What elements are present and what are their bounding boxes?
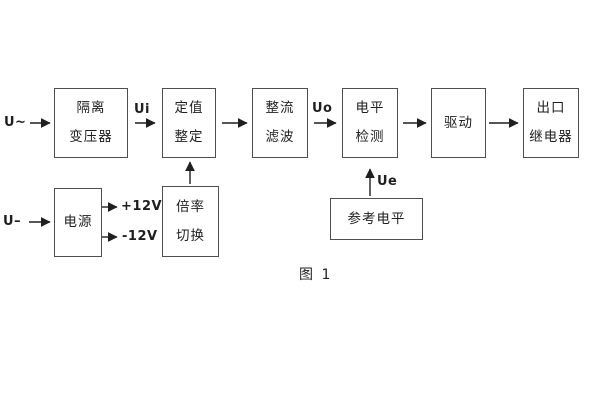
block-label-line2: 继电器 (529, 129, 573, 145)
label-plus-12v: +12V (121, 199, 163, 214)
block-ratio-switch: 倍率 切换 (162, 186, 219, 257)
block-label-line2: 变压器 (69, 129, 113, 145)
block-label-line1: 参考电平 (347, 210, 406, 227)
block-level-detect: 电平 检测 (342, 88, 398, 158)
block-label-line1: 驱动 (444, 114, 473, 131)
label-ue: Ue (377, 174, 398, 189)
block-label-line1: 出口 (536, 100, 566, 116)
block-power-supply: 电源 (54, 188, 102, 257)
block-reference-level: 参考电平 (330, 198, 423, 240)
label-uo: Uo (312, 101, 333, 116)
label-minus-12v: -12V (122, 229, 158, 244)
block-drive: 驱动 (431, 88, 486, 158)
block-isolation-transformer: 隔离 变压器 (54, 88, 128, 158)
block-label-line1: 定值 (174, 100, 204, 116)
block-rectifier-filter: 整流 滤波 (252, 88, 308, 158)
block-label-line1: 电平 (355, 100, 385, 116)
block-label-line1: 隔离 (76, 100, 106, 116)
label-ui: Ui (134, 102, 151, 117)
block-label-line2: 整定 (174, 129, 204, 145)
block-label-line2: 检测 (355, 129, 385, 145)
block-output-relay: 出口 继电器 (523, 88, 579, 158)
block-label-line1: 电源 (63, 214, 93, 230)
label-u-ac: U~ (4, 115, 27, 130)
block-label-line2: 滤波 (265, 129, 295, 145)
block-setting-adjust: 定值 整定 (162, 88, 216, 158)
figure-caption: 图 1 (299, 267, 333, 283)
block-label-line2: 切换 (176, 227, 205, 244)
block-label-line1: 倍率 (176, 198, 205, 215)
label-u-dc: U– (3, 214, 22, 229)
block-label-line1: 整流 (265, 100, 295, 116)
